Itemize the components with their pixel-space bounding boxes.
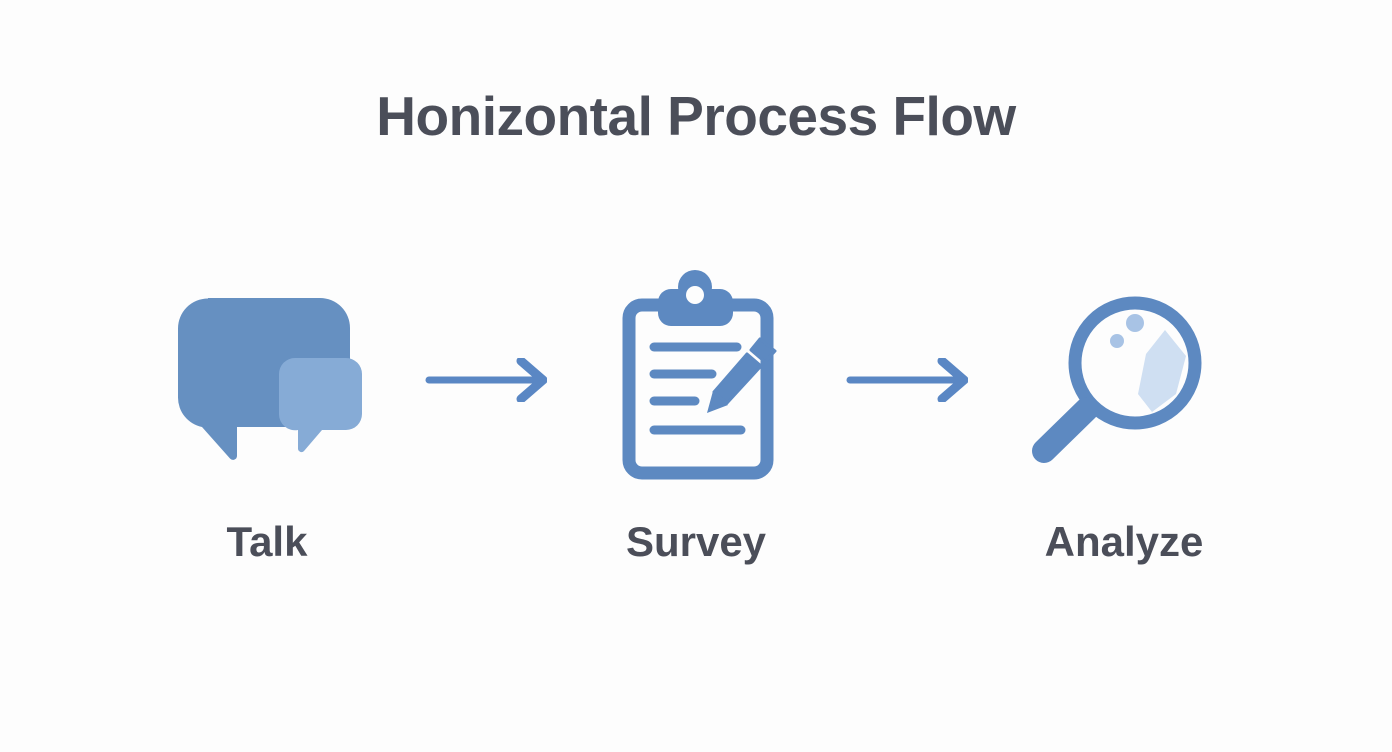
- step-label-survey: Survey: [625, 518, 767, 565]
- clipboard-pencil-icon: [622, 270, 777, 480]
- flow-arrow-icon: [425, 358, 547, 402]
- step-label-analyze: Analyze: [1044, 518, 1204, 565]
- magnifying-glass-icon: [1032, 296, 1202, 463]
- step-label-talk: Talk: [226, 518, 308, 565]
- flow-arrow-icon: [846, 358, 968, 402]
- page-title: Honizontal Process Flow: [376, 85, 1016, 147]
- chat-bubbles-icon: [177, 298, 362, 460]
